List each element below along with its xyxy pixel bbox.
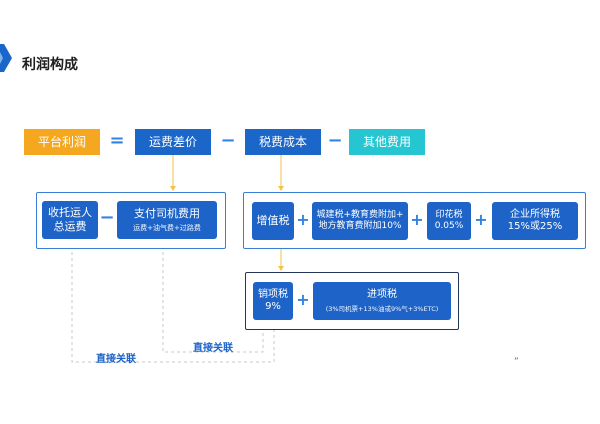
total-freight-box: 收托运人总运费 (42, 201, 98, 239)
income-tax-line2: 15%或25% (507, 221, 563, 232)
freight-minus-sign: − (99, 207, 115, 228)
minus-sign-1: − (220, 130, 236, 151)
input-vat-line1: 进项税 (367, 289, 397, 301)
total-freight-line2: 总运费 (53, 220, 87, 233)
income-tax-line1: 企业所得税 (509, 208, 560, 220)
surcharge-line2: 地方教育费附加10% (318, 221, 402, 231)
vat-connector-arrow (278, 266, 284, 271)
relation-line-2 (162, 240, 264, 353)
input-vat-line2: (3%司机票+13%油或9%气+3%ETC) (325, 304, 439, 313)
tax-plus-sign-1: + (296, 210, 310, 229)
relation-label-1: 直接关联 (96, 354, 136, 365)
freight-connector-arrow (170, 186, 176, 191)
stamp-tax-line2: 0.05% (434, 221, 464, 231)
equals-sign: = (109, 130, 125, 151)
tax-cost-box: 税费成本 (245, 129, 321, 155)
surcharge-line1: 城建税+教育费附加+ (316, 209, 404, 220)
driver-fee-title: 支付司机费用 (133, 207, 200, 221)
relation-label-2: 直接关联 (193, 343, 233, 354)
tax-plus-sign-2: + (410, 210, 424, 229)
output-vat-line2: 9% (265, 301, 281, 312)
freight-margin-box: 运费差价 (135, 129, 211, 155)
other-costs-box: 其他费用 (349, 129, 425, 155)
vat-breakdown-panel (245, 272, 459, 330)
tax-connector-arrow (278, 186, 284, 191)
total-freight-line1: 收托运人 (48, 206, 92, 220)
quote-mark: ” (514, 357, 519, 367)
output-vat-line1: 销项税 (258, 288, 288, 300)
surcharge-box: 城建税+教育费附加+地方教育费附加10% (312, 202, 408, 240)
input-vat-box: 进项税 (3%司机票+13%油或9%气+3%ETC) (313, 282, 451, 320)
minus-sign-2: − (327, 130, 343, 151)
page-title: 利润构成 (22, 57, 78, 73)
tax-plus-sign-3: + (474, 210, 488, 229)
vat-box: 增值税 (252, 202, 294, 240)
stamp-tax-line1: 印花税 (435, 209, 463, 220)
driver-fee-sub: 运费+油气费+过路费 (133, 224, 201, 232)
vat-plus-sign: + (296, 290, 310, 309)
driver-fee-box: 支付司机费用运费+油气费+过路费 (117, 201, 217, 239)
brand-logo-icon (0, 44, 12, 72)
platform-profit-box: 平台利润 (24, 129, 100, 155)
relation-line-1 (71, 240, 275, 363)
